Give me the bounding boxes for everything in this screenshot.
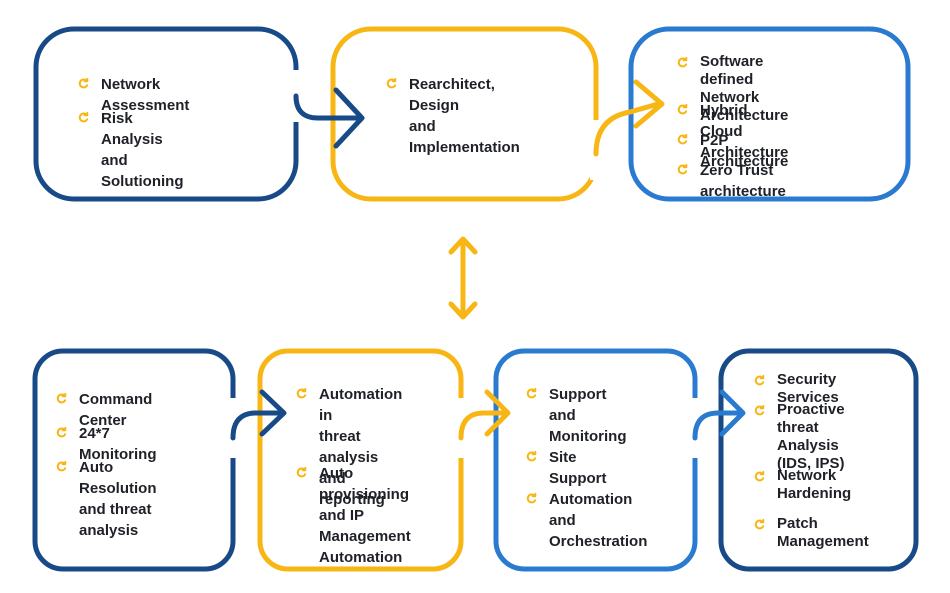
item-label: Security Services — [777, 371, 839, 406]
list-item: Auto Resolution and threat analysis — [56, 457, 157, 541]
list-item: Automation and Orchestration — [526, 489, 647, 552]
list-item: Patch Management — [754, 515, 869, 551]
item-label: Automation and Orchestration — [549, 491, 648, 550]
circular-arrow-icon — [677, 104, 688, 115]
item-label: Auto provisioning and IP Management Auto… — [319, 465, 411, 566]
list-item: Proactive threat Analysis (IDS, IPS) — [754, 401, 845, 473]
right-arrow-icon — [484, 389, 511, 437]
list-item: Network Hardening — [754, 467, 851, 503]
list-item: Support and Monitoring — [526, 384, 626, 447]
item-label: Patch Management — [777, 515, 869, 550]
list-item: Auto provisioning and IP Management Auto… — [296, 463, 411, 568]
list-item: Rearchitect, Design and Implementation — [386, 74, 520, 158]
circular-arrow-icon — [386, 78, 397, 89]
bottom-box-3-border — [493, 348, 698, 572]
item-label: Support and Monitoring — [549, 386, 627, 445]
list-item: Network Assessment — [78, 74, 189, 116]
circular-arrow-icon — [526, 451, 537, 462]
list-item: Site Support — [526, 447, 607, 489]
circular-arrow-icon — [78, 78, 89, 89]
top-connector-2 — [593, 101, 661, 157]
bottom-box-2-border — [257, 348, 464, 572]
item-label: Zero Trust architecture — [700, 162, 786, 200]
top-connector-1 — [293, 93, 363, 121]
item-label: Network Assessment — [101, 76, 190, 114]
circular-arrow-icon — [296, 388, 307, 399]
bottom-connector-2 — [458, 410, 509, 441]
double-vertical-arrow-icon — [448, 236, 478, 320]
bottom-connector-1 — [230, 410, 285, 441]
list-item: Hybrid Cloud Architecture — [677, 100, 788, 163]
circular-arrow-icon — [677, 57, 688, 68]
circular-arrow-icon — [677, 134, 688, 145]
item-label: Proactive threat Analysis (IDS, IPS) — [777, 401, 845, 472]
circular-arrow-icon — [526, 388, 537, 399]
circular-arrow-icon — [677, 164, 688, 175]
list-item: P2P Architecture — [677, 130, 788, 172]
circular-arrow-icon — [56, 393, 67, 404]
top-box-2-border — [330, 26, 599, 202]
list-item: Automation in threat analysis and report… — [296, 384, 402, 510]
right-arrow-icon — [719, 389, 746, 437]
right-arrow-icon — [333, 87, 365, 149]
list-item: Zero Trust architecture — [677, 160, 786, 202]
circular-arrow-icon — [56, 461, 67, 472]
item-label: Software defined Network Architecture — [700, 53, 789, 124]
list-item: Risk Analysis and Solutioning — [78, 108, 183, 192]
circular-arrow-icon — [754, 519, 765, 530]
circular-arrow-icon — [526, 493, 537, 504]
item-label: Site Support — [549, 449, 607, 487]
item-label: P2P Architecture — [700, 132, 789, 170]
item-label: 24*7 Monitoring — [79, 425, 157, 463]
item-label: Hybrid Cloud Architecture — [700, 102, 789, 161]
circular-arrow-icon — [754, 405, 765, 416]
right-arrow-icon — [259, 389, 287, 437]
circular-arrow-icon — [78, 112, 89, 123]
circular-arrow-icon — [754, 471, 765, 482]
item-label: Network Hardening — [777, 467, 852, 502]
list-item: Software defined Network Architecture — [677, 53, 788, 125]
bottom-box-4-border — [718, 348, 919, 572]
list-item: Security Services — [754, 371, 839, 407]
circular-arrow-icon — [754, 375, 765, 386]
circular-arrow-icon — [296, 467, 307, 478]
circular-arrow-icon — [56, 427, 67, 438]
item-label: Rearchitect, Design and Implementation — [409, 76, 520, 156]
list-item: Command Center — [56, 389, 152, 431]
item-label: Auto Resolution and threat analysis — [79, 459, 157, 539]
bottom-connector-3 — [692, 410, 744, 441]
bottom-box-1-border — [32, 348, 236, 572]
right-arrow-icon — [633, 79, 665, 129]
list-item: 24*7 Monitoring — [56, 423, 156, 465]
item-label: Automation in threat analysis and report… — [319, 386, 403, 508]
item-label: Command Center — [79, 391, 153, 429]
item-label: Risk Analysis and Solutioning — [101, 110, 184, 190]
